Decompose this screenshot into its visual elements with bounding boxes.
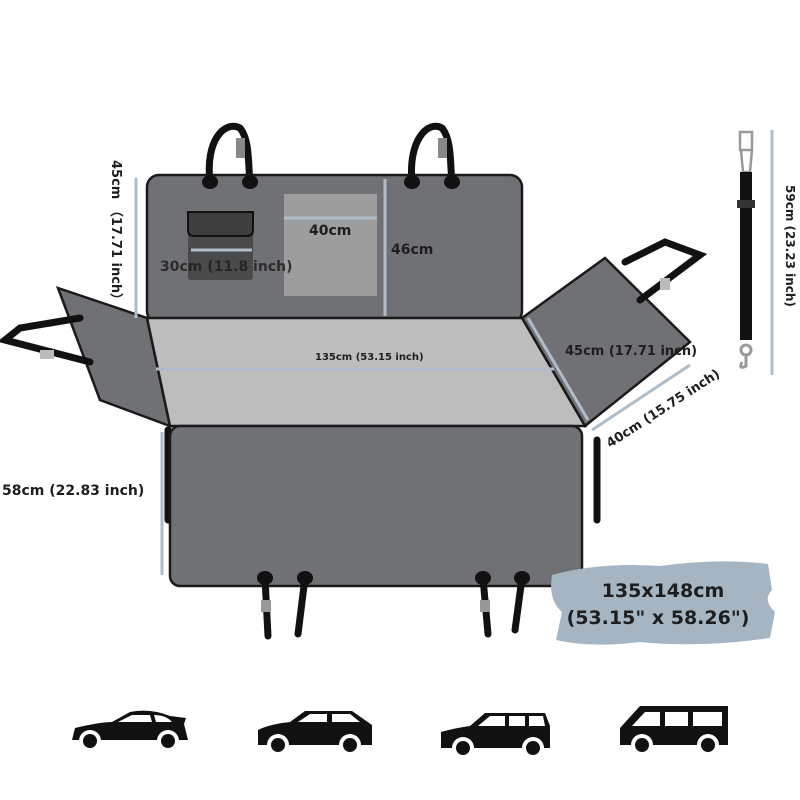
hatchback-icon [441, 713, 550, 759]
mesh-width-label: 40cm [309, 223, 351, 239]
strap-buckle [40, 350, 54, 359]
pocket-flap [187, 211, 254, 237]
van-icon [620, 706, 728, 756]
seatbelt-length-label: 59cm (23.23 inch) [783, 185, 797, 307]
mesh-pocket [284, 194, 377, 296]
right-side-strap [621, 238, 708, 304]
overall-size-cm: 135x148cm [602, 580, 725, 602]
headrest-strap-right [407, 122, 456, 186]
seat-panel [145, 316, 588, 428]
strap-buckle [660, 278, 670, 290]
backrest-height-label: 45cm （17.71 inch） [108, 160, 124, 306]
pet-seatbelt [737, 130, 755, 369]
overall-size-inch: (53.15" x 58.26") [567, 607, 750, 629]
flap-depth-line [591, 363, 691, 432]
strap-buckle [438, 138, 447, 158]
headrest-strap-left [205, 122, 254, 186]
sedan-icon [72, 710, 188, 752]
flap-width-line [526, 317, 590, 421]
size-badge [551, 561, 775, 645]
bottom-hammock-panel [168, 424, 584, 588]
strap-buckle [236, 138, 245, 158]
pocket-width-label: 30cm (11.8 inch) [160, 259, 293, 275]
mesh-height-label: 46cm [391, 242, 433, 258]
flap-width-label: 45cm (17.71 inch) [565, 344, 697, 359]
seat-width-label: 135cm (53.15 inch) [315, 352, 424, 363]
suv-icon [258, 711, 372, 756]
bottom-straps [257, 571, 530, 640]
bottom-height-label: 58cm (22.83 inch) [2, 483, 144, 499]
